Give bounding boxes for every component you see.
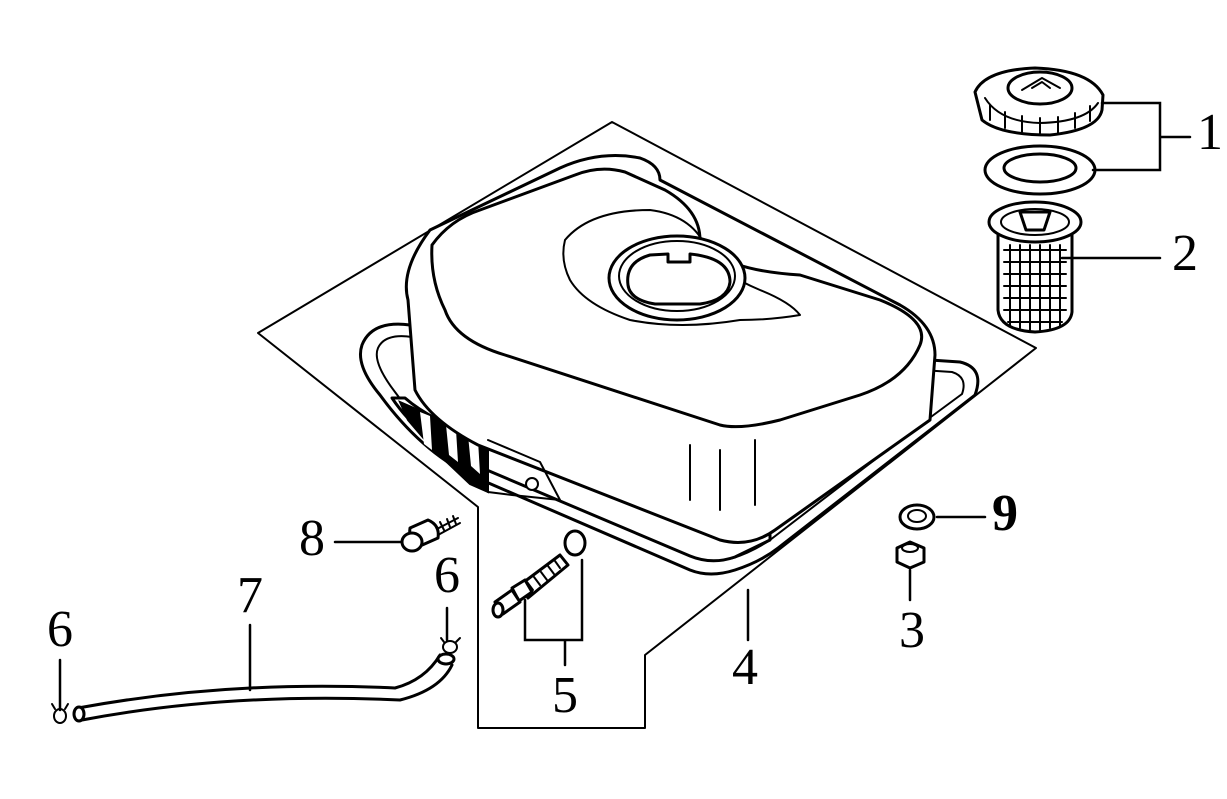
drain-nut — [895, 540, 926, 570]
cap-seal — [983, 144, 1097, 196]
fuel-valve — [491, 529, 587, 619]
leader-lines — [58, 101, 1192, 712]
label-part-4: 4 — [732, 639, 758, 696]
drain-washer — [898, 503, 936, 531]
filler-neck-opening — [626, 252, 732, 306]
fuel-hose — [72, 652, 456, 723]
fuel-tank — [359, 154, 980, 576]
label-part-9: 9 — [992, 485, 1018, 542]
drain-bolt — [400, 515, 461, 553]
label-part-7: 7 — [237, 567, 263, 624]
filler-neck-inner — [618, 240, 736, 312]
tank-bracket-hole — [525, 477, 539, 491]
label-part-1: 1 — [1197, 104, 1223, 161]
label-part-2: 2 — [1172, 225, 1198, 282]
hose-clip-right — [440, 637, 461, 654]
label-part-6-right: 6 — [434, 547, 460, 604]
cap-arrow-icon — [1021, 77, 1061, 91]
label-part-3: 3 — [899, 602, 925, 659]
valve-o-ring — [563, 529, 587, 557]
label-part-8: 8 — [299, 510, 325, 567]
label-part-6-left: 6 — [47, 601, 73, 658]
fuel-cap — [973, 66, 1105, 137]
label-part-5: 5 — [552, 667, 578, 724]
fuel-strainer — [987, 200, 1083, 334]
assembly-boundary — [257, 121, 1037, 729]
